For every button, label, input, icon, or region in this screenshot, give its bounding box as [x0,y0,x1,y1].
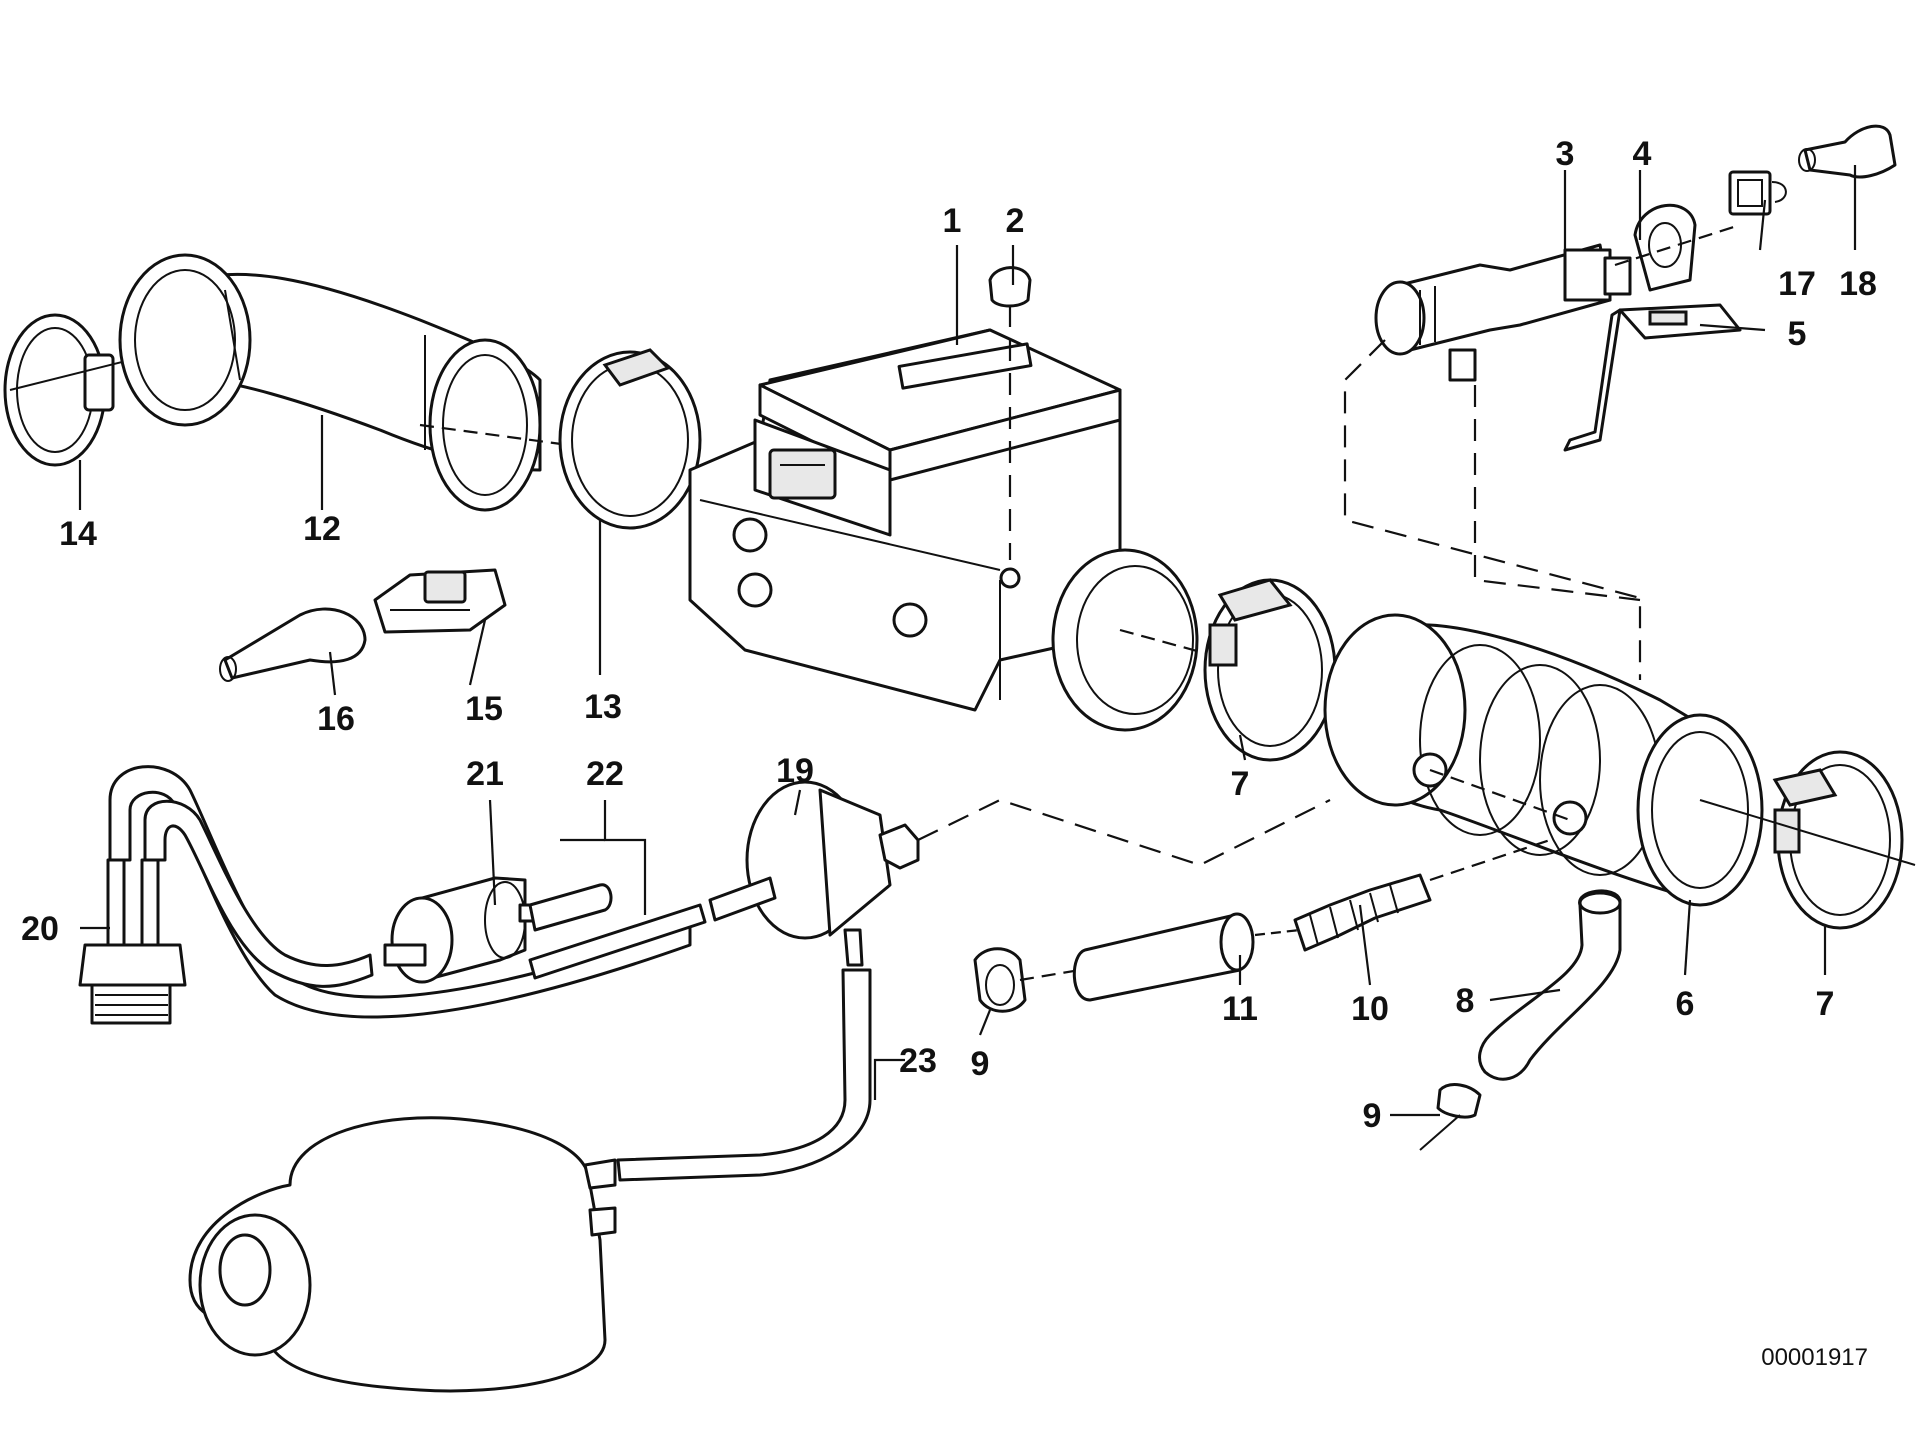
callout-8: 8 [1456,982,1475,1020]
charcoal-canister [188,1116,617,1393]
callout-1: 1 [943,202,962,240]
callout-18: 18 [1839,265,1877,303]
callout-19: 19 [776,752,814,790]
callout-11: 11 [1222,990,1258,1028]
part-16-rubber-boot [219,607,367,682]
callout-9-left: 9 [971,1045,990,1083]
part-10-corrugated-hose [1293,838,1551,952]
part-23-hose [616,968,872,1182]
callout-4: 4 [1633,135,1652,173]
callout-20: 20 [21,910,59,948]
part-6-intake-boot [1323,613,1764,907]
part-7-clamp-left [1203,578,1337,762]
part-7-clamp-right [1699,750,1916,930]
callout-9-bottom: 9 [1363,1097,1382,1135]
part-22-hose-piece [528,883,707,980]
callout-17: 17 [1778,265,1816,303]
part-18-rubber-boot [1798,124,1897,179]
part-9-clamp-left [973,947,1081,1013]
callout-13: 13 [584,688,622,726]
callout-7-left: 7 [1231,765,1250,803]
diagram-reference-number: 00001917 [1761,1344,1868,1371]
part-21-filter [383,876,542,984]
part-2-grommet [988,266,1032,560]
part-13-clamp-band [558,348,702,530]
part-8-bent-hose [1478,889,1622,1081]
part-12-intake-elbow-hose [118,253,681,512]
part-5-mounting-bracket [1563,303,1742,452]
callout-2: 2 [1006,202,1025,240]
callout-23: 23 [899,1042,937,1080]
routing-lines [1343,339,1642,680]
routing-line-19 [917,798,1331,867]
leader-lines [78,165,1857,1117]
callout-6: 6 [1676,985,1695,1023]
callout-12: 12 [303,510,341,548]
part-1-air-flow-meter [688,328,1122,712]
part-3-sensor [1374,243,1632,382]
callout-21: 21 [466,755,504,793]
callout-3: 3 [1556,135,1575,173]
part-17-connector [1728,170,1787,216]
callout-16: 16 [317,700,355,738]
callout-labels: 1 2 3 4 5 17 18 14 12 13 15 16 7 21 22 1… [21,135,1877,1135]
part-20-temperature-switch [78,858,187,1025]
part-9-clamp-bottom [1419,1083,1482,1151]
part-15-electrical-plug [373,568,507,634]
callout-14: 14 [59,515,97,553]
part-19-vacuum-unit [708,780,920,967]
part-11-hose [1072,912,1301,1002]
callout-10: 10 [1351,990,1389,1028]
callout-15: 15 [465,690,503,728]
part-4-bracket-clip [1614,203,1741,292]
part-1-outlet-neck [1051,548,1341,732]
callout-7-right: 7 [1816,985,1835,1023]
callout-5: 5 [1788,315,1807,353]
callout-22: 22 [586,755,624,793]
part-14-hose-clamp [3,313,191,467]
